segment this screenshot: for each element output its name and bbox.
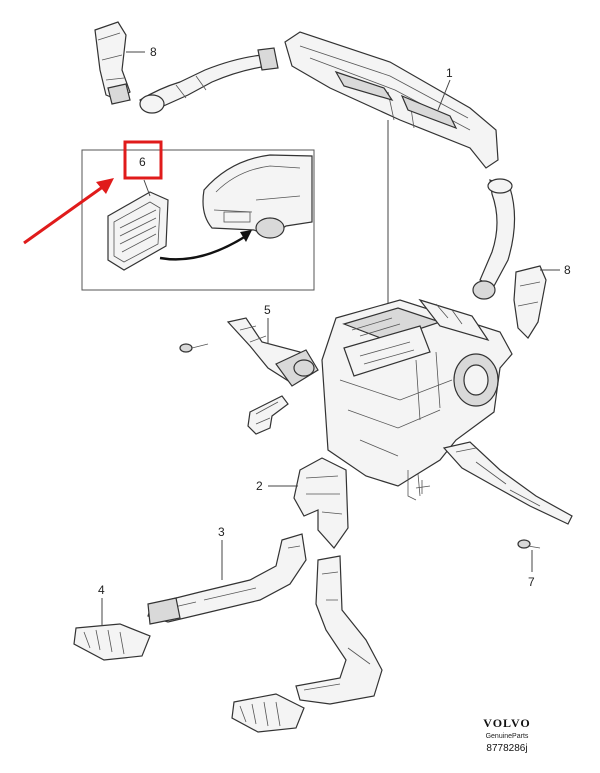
heater-unit (321, 298, 513, 501)
leader-6 (143, 179, 151, 197)
leader-1 (437, 79, 451, 111)
screw-left (179, 343, 209, 353)
cabin-filter-part-6 (107, 191, 169, 271)
side-vent-part-8-right (513, 265, 547, 339)
screw-right (517, 539, 541, 549)
callout-1: 1 (446, 66, 453, 80)
brand-logo: VOLVO (483, 716, 531, 730)
brand-tagline: GenuineParts (485, 733, 529, 740)
center-rear-duct (295, 555, 383, 705)
red-pointer-arrow (23, 184, 105, 245)
floor-outlet-part-4 (73, 623, 151, 661)
blower-duct-part-5 (226, 317, 319, 387)
install-arrow (159, 234, 247, 261)
callout-7: 7 (528, 575, 535, 589)
callout-2: 2 (256, 479, 263, 493)
defroster-duct-part-1 (284, 31, 499, 169)
callout-5: 5 (264, 303, 271, 317)
diagram-code: 8778286j (486, 743, 528, 754)
defroster-hose (139, 47, 279, 114)
callout-6: 6 (139, 155, 146, 169)
inset-filter-box (81, 149, 315, 291)
callout-8-top: 8 (150, 45, 157, 59)
callout-4: 4 (98, 583, 105, 597)
callout-3: 3 (218, 525, 225, 539)
rear-floor-outlet (231, 693, 305, 733)
side-hose-right (472, 178, 516, 300)
red-pointer-arrow-head (96, 178, 114, 194)
center-distributor-part-2 (293, 457, 349, 549)
highlight-box (123, 140, 163, 180)
air-duct-part-8-top (94, 21, 131, 105)
mounting-bracket (247, 395, 289, 435)
car-rear-illustration (202, 154, 313, 239)
install-arrow-head (240, 230, 252, 242)
left-floor-duct-part-3 (147, 533, 307, 625)
rear-floor-duct (442, 441, 573, 525)
callout-8-right: 8 (564, 263, 571, 277)
brand-block: VOLVO GenuineParts 8778286j (462, 716, 552, 754)
